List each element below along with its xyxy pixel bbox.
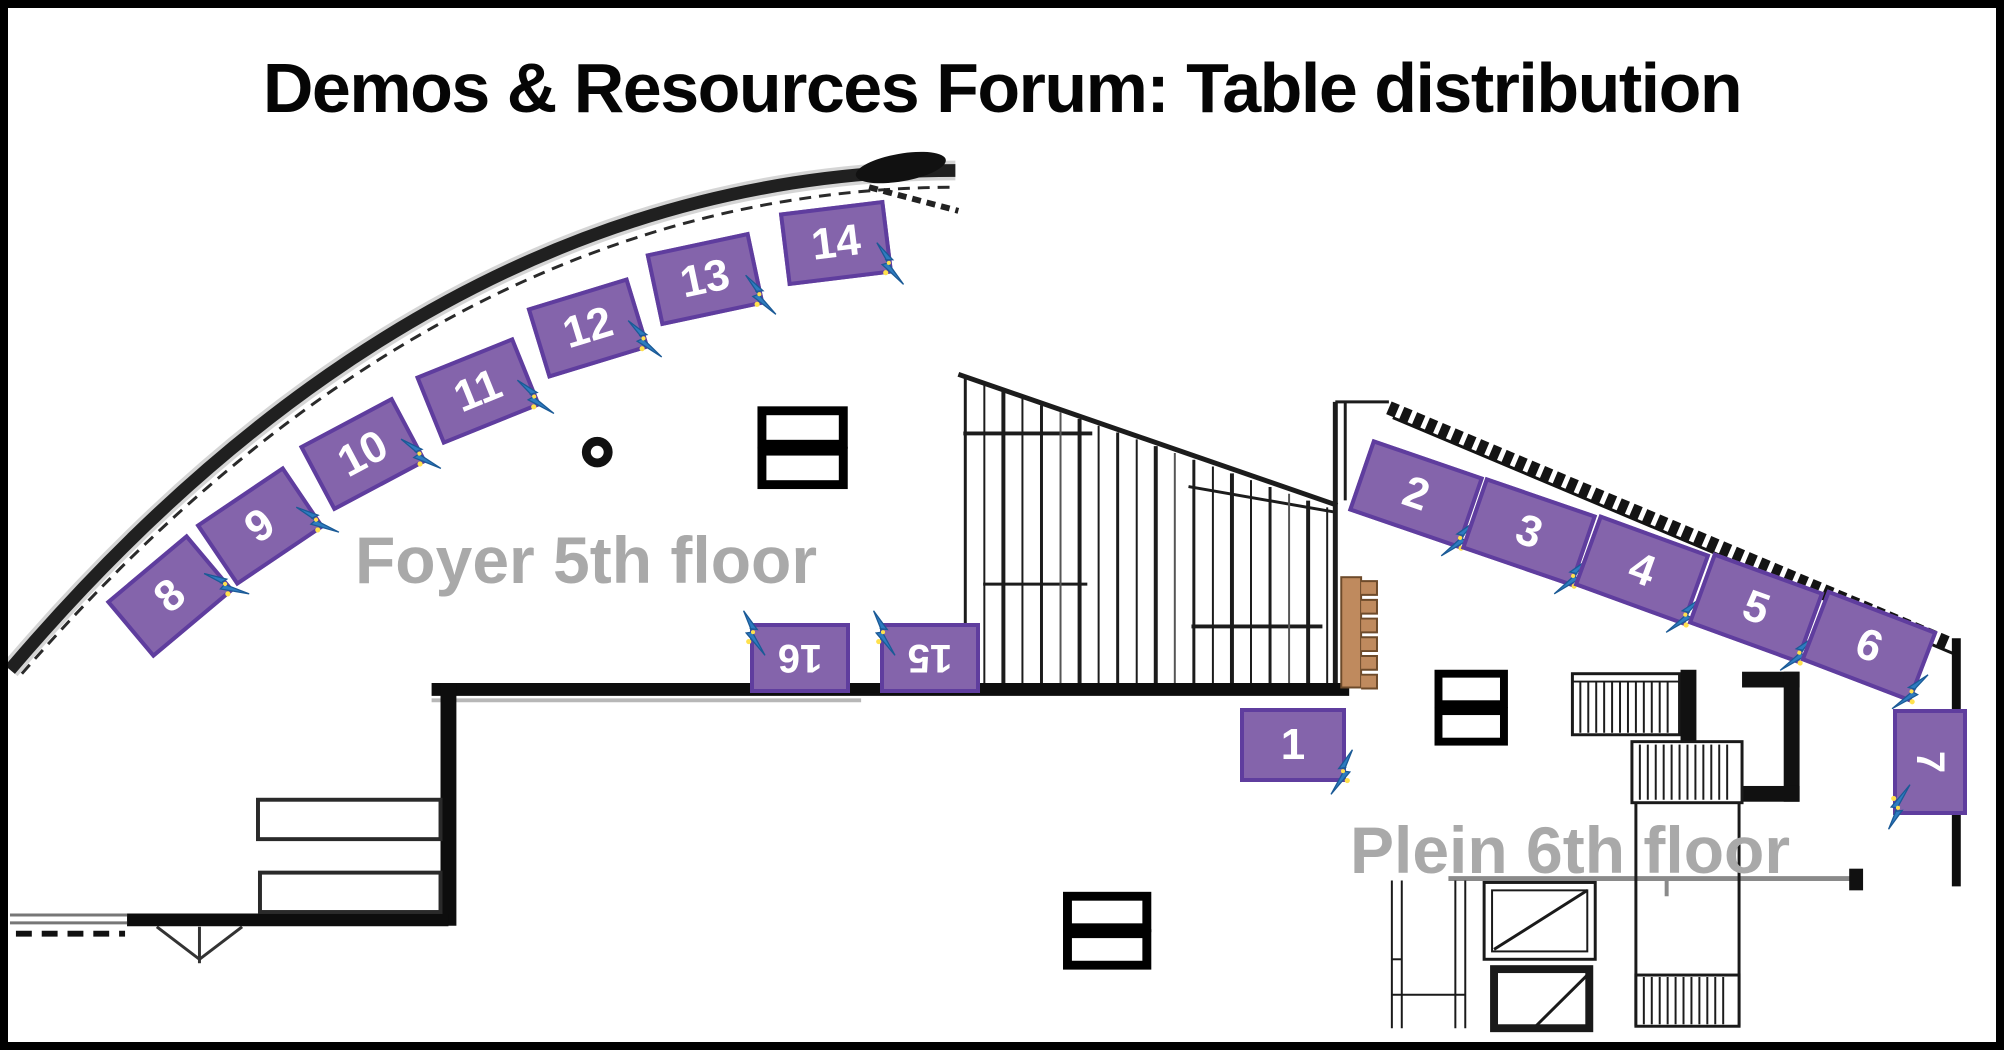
table-number: 9 [235,498,284,553]
table-marker-9: 9 [195,465,340,587]
table-marker-11: 11 [414,336,555,446]
table-marker-8: 8 [105,533,250,659]
wood-rack [1340,576,1378,690]
table-pointer-icon [742,610,766,656]
table-number: 5 [1736,580,1777,635]
table-marker-13: 13 [645,231,777,327]
double-table-symbol-foyer [757,406,848,490]
table-number: 4 [1622,542,1663,597]
table-number: 8 [144,568,195,623]
table-pointer-icon [295,506,340,533]
table-pointer-icon [400,438,442,470]
table-pointer-icon [1887,784,1911,830]
table-marker-1: 1 [1240,708,1354,795]
inner-wall-dashed [20,185,951,675]
table-number: 1 [1280,720,1306,769]
table-marker-14: 14 [778,199,905,287]
table-number: 16 [777,636,823,680]
table-marker-15: 15 [872,610,980,693]
grandstand-balusters [963,378,1329,686]
table-marker-6: 6 [1800,589,1938,710]
table-number: 10 [329,420,396,487]
table-marker-12: 12 [526,277,663,379]
table-number: 2 [1396,466,1436,521]
table-marker-7: 7 [1887,709,1967,830]
page-title: Demos & Resources Forum: Table distribut… [262,49,1743,127]
table-marker-16: 16 [742,610,850,693]
curved-wall [8,151,960,677]
double-table-symbol-bottom [1063,891,1152,970]
elevator-shaft [1482,880,1597,1033]
foyer-wall [9,683,1350,964]
table-pointer-icon [1891,674,1929,710]
table-number: 12 [557,296,619,359]
table-pointer-icon [627,320,663,358]
table-pointer-icon [516,379,555,415]
table-number: 15 [907,636,953,680]
table-number: 3 [1509,504,1549,559]
area-label-plein: Plein 6th floor [1349,813,1791,887]
table-number: 6 [1848,618,1890,673]
floorplan-linework [8,151,1961,1033]
table-number: 11 [447,359,509,422]
table-pointer-icon [745,274,777,315]
staircase [1570,669,1800,1028]
table-pointer-icon [1330,749,1354,795]
double-table-symbol-plein [1434,669,1508,746]
table-pointer-icon [872,610,896,656]
wall-end-cap [855,151,946,184]
foyer-benches [256,797,443,914]
table-marker-10: 10 [298,396,442,512]
table-pointer-icon [203,572,250,597]
table-number: 7 [1908,750,1952,774]
plein-gray-rail [1448,868,1864,897]
grandstand-structure [957,372,1389,686]
table-pointer-icon [876,242,905,285]
entrance-door-v [155,925,244,964]
column-ring [581,436,613,468]
table-number: 13 [675,249,734,308]
table-number: 14 [808,215,864,270]
service-walls [1390,880,1467,1029]
area-label-foyer: Foyer 5th floor [354,523,818,597]
